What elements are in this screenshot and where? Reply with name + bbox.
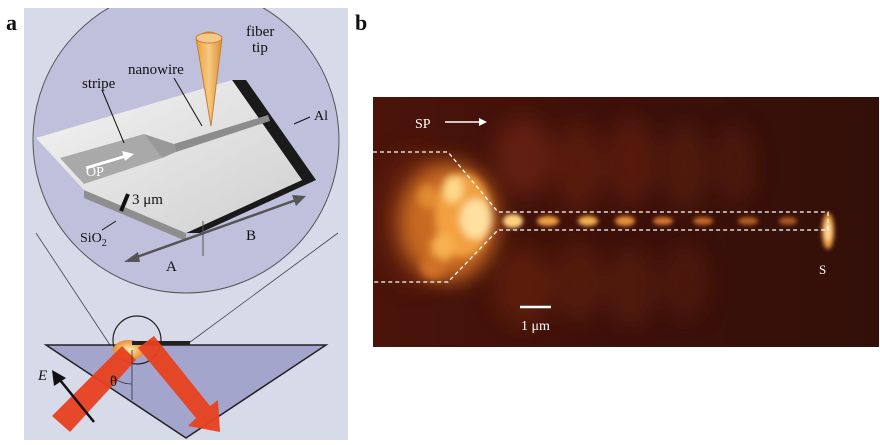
schematic-panel: stripe nanowire fiber tip Al OP 3 μm SiO…: [24, 8, 348, 440]
al-edge-top: [232, 80, 316, 180]
zoom-line-right: [181, 232, 339, 349]
op-arrowhead: [122, 151, 134, 161]
a-arrowhead: [124, 252, 140, 262]
stripe-leader: [101, 89, 125, 144]
nanowire-label: nanowire: [128, 62, 184, 78]
panel-label-b: b: [355, 10, 368, 35]
sp-label: SP: [415, 117, 431, 132]
substrate-surface: [36, 80, 302, 233]
b-arrowhead: [292, 195, 306, 206]
al-edge-front: [186, 180, 316, 233]
scale-bar-a: [119, 193, 130, 212]
sample-on-prism: [132, 341, 190, 345]
interference-fringes: [373, 117, 757, 327]
fiber-tip-top: [195, 32, 223, 44]
zoom-line-left: [35, 232, 113, 349]
e-label: E: [37, 368, 47, 384]
al-leader: [293, 116, 311, 125]
schematic-drawing: stripe nanowire fiber tip Al OP 3 μm SiO…: [32, 8, 340, 439]
scale-label-b: 1 μm: [521, 319, 550, 334]
structure-outline: [373, 151, 829, 283]
nearfield-image: SP S 1 μm: [373, 97, 879, 347]
stripe-label: stripe: [82, 76, 116, 92]
b-label: B: [246, 228, 256, 244]
slab-side: [84, 190, 186, 241]
nanowire-leader: [173, 77, 203, 127]
sio2-label: SiO2: [80, 231, 107, 249]
e-field-arrow: [59, 379, 95, 423]
tip-label: tip: [252, 40, 268, 56]
nearfield-drawing: SP S 1 μm: [373, 97, 879, 347]
sp-arrowhead: [479, 118, 487, 126]
a-label: A: [166, 259, 177, 275]
scale-label-a: 3 μm: [132, 192, 163, 208]
fiber-label: fiber: [246, 24, 274, 40]
al-label: Al: [314, 109, 328, 124]
sample-circle: [112, 315, 162, 365]
stripe-hotspots: [418, 173, 492, 279]
e-field-arrowhead: [52, 370, 66, 386]
nanowire: [174, 115, 270, 152]
theta-arc: [111, 375, 133, 385]
taper: [144, 134, 176, 158]
incident-beam: [52, 346, 136, 432]
wire-emission: [503, 214, 797, 228]
op-label: OP: [86, 165, 104, 180]
s-label: S: [819, 262, 826, 277]
end-emission: [822, 213, 834, 249]
a-b-line: [133, 198, 297, 260]
op-arrow: [85, 154, 127, 170]
theta-label: θ: [110, 374, 117, 390]
sio2-leader: [101, 220, 117, 231]
panel-label-a: a: [6, 10, 17, 35]
reflected-beam: [138, 336, 220, 432]
